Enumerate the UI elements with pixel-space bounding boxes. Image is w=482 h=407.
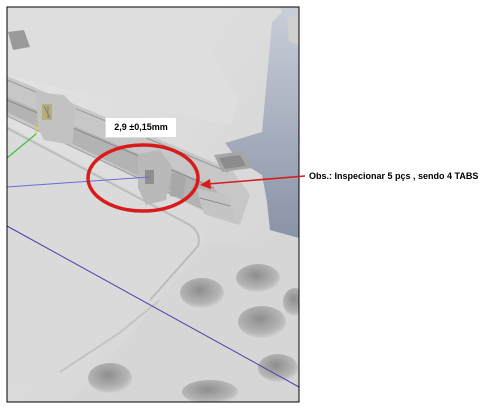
tab-feature-right <box>196 188 236 224</box>
callout-arrow <box>207 175 306 185</box>
hole <box>238 306 286 338</box>
callout-arrowhead <box>200 179 211 189</box>
axis-line <box>7 176 151 188</box>
hole <box>182 380 238 402</box>
inspection-note: Obs.: Inspecionar 5 pçs , sendo 4 TABS <box>309 171 479 181</box>
hole <box>180 278 224 308</box>
dimension-callout: 2,9 ±0,15mm <box>106 118 176 137</box>
hole <box>236 264 280 292</box>
inspection-marker-circle <box>86 143 200 213</box>
axis-line <box>7 225 299 388</box>
top-right-tab <box>287 14 299 45</box>
image-frame <box>6 6 300 403</box>
square-pocket-top <box>8 30 30 50</box>
axis-triad-green <box>7 133 37 159</box>
hole <box>258 354 298 382</box>
hole <box>283 288 299 316</box>
part-top-face <box>7 7 240 125</box>
inspected-tab <box>138 150 172 205</box>
part-lower-face <box>7 125 205 392</box>
hole <box>88 363 132 393</box>
